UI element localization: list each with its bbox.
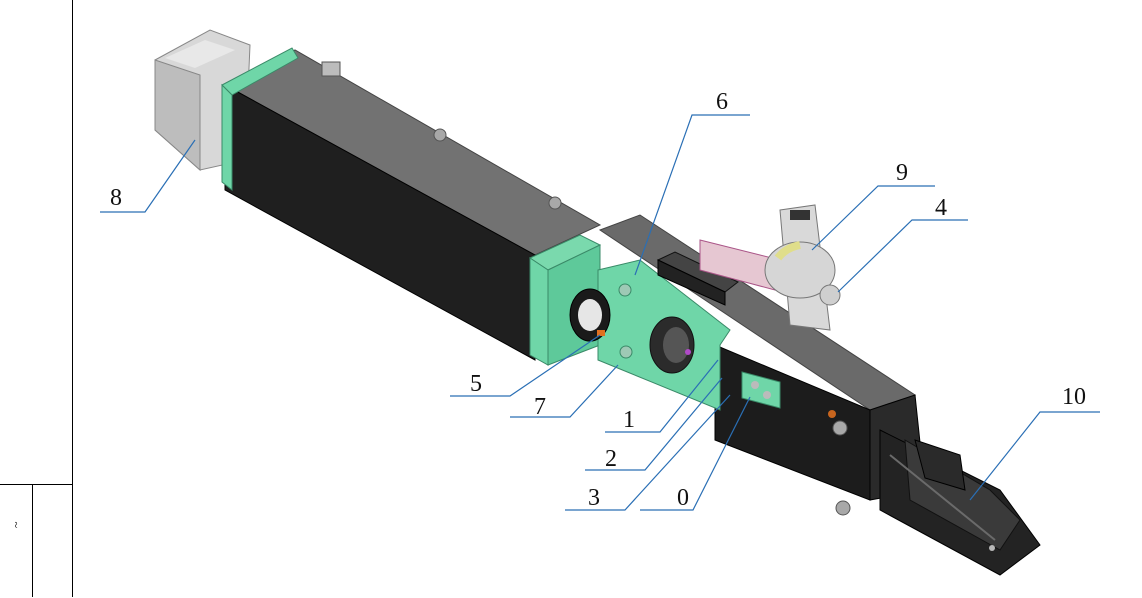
clamp-block bbox=[656, 251, 739, 306]
callout-label: 0 bbox=[677, 485, 689, 511]
callout-label: 3 bbox=[588, 485, 600, 511]
green-mounting-plate bbox=[597, 259, 731, 411]
sensor-tab bbox=[741, 371, 781, 409]
cuvette-holder bbox=[879, 429, 1041, 576]
callout-label: 1 bbox=[623, 407, 635, 433]
main-housing bbox=[221, 47, 602, 361]
callout-label: 5 bbox=[470, 371, 482, 397]
callout-label: 8 bbox=[110, 185, 122, 211]
title-block-stamp bbox=[0, 484, 72, 598]
callout-label: 9 bbox=[896, 160, 908, 186]
encoder-wheel bbox=[569, 288, 611, 342]
drawing-frame-border bbox=[72, 0, 73, 597]
callout-label: 6 bbox=[716, 89, 728, 115]
title-block-divider bbox=[32, 484, 33, 597]
callout-label: 2 bbox=[605, 446, 617, 472]
leader-lines bbox=[100, 114, 1100, 511]
callout-label: 10 bbox=[1062, 384, 1086, 410]
callout-label: 4 bbox=[935, 195, 947, 221]
callout-label: 7 bbox=[534, 394, 546, 420]
rear-mechanism bbox=[699, 204, 841, 331]
